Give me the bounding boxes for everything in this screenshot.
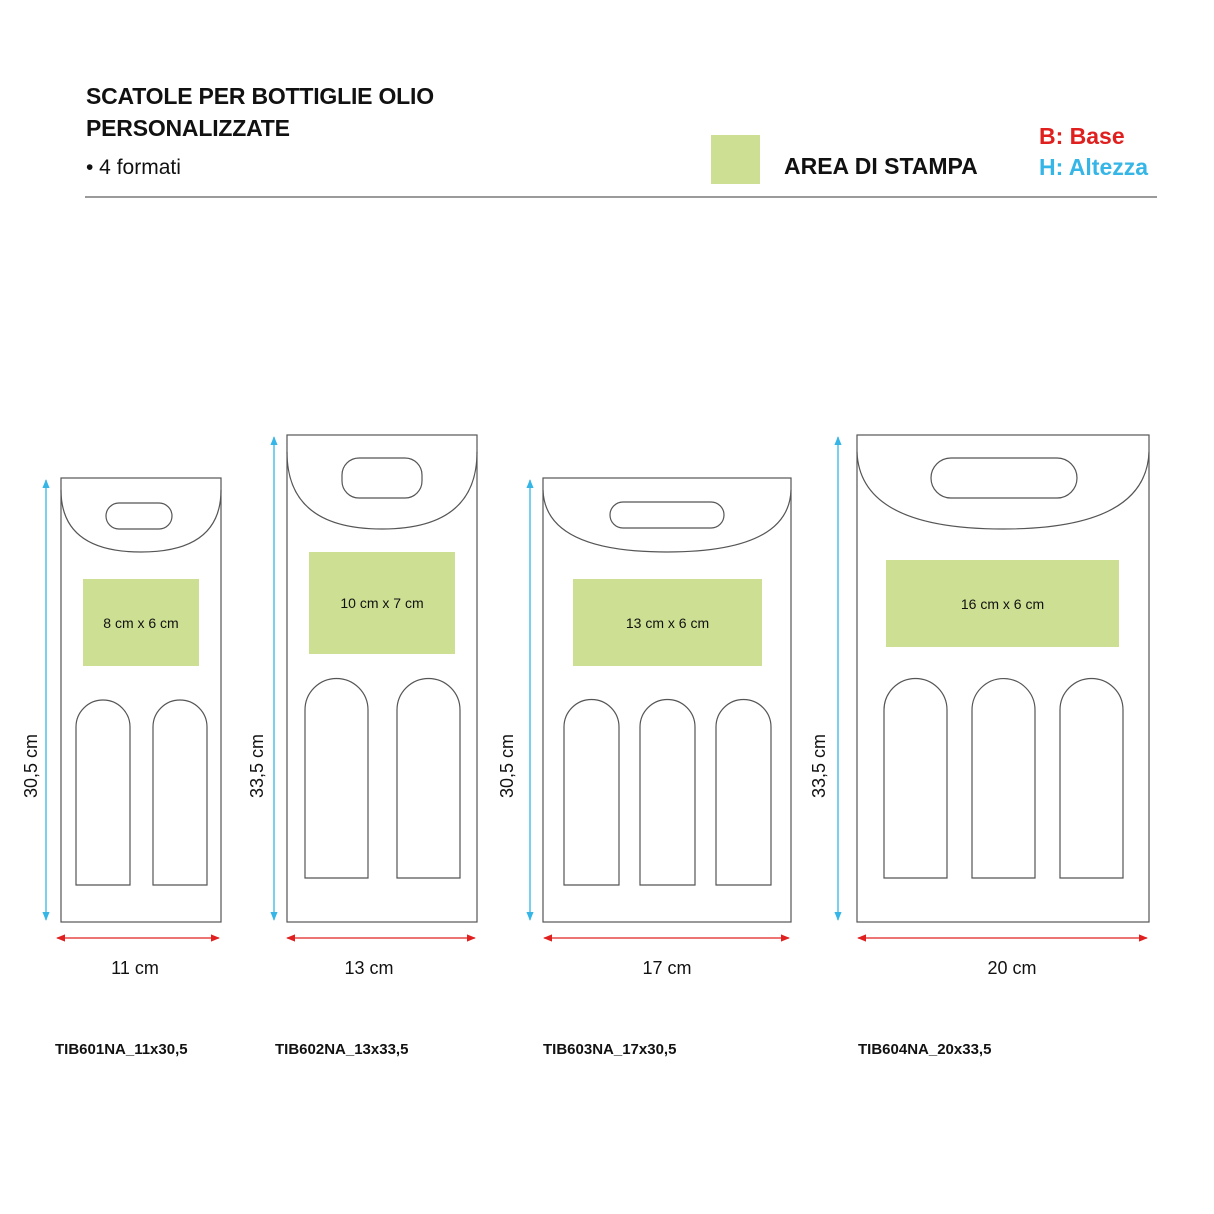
box-2-print-area	[309, 552, 455, 654]
subtitle: • 4 formati	[86, 156, 181, 179]
height-legend-label: H: Altezza	[1039, 154, 1149, 180]
box-4-width-label: 20 cm	[987, 958, 1037, 978]
box-4-outline	[856, 434, 1150, 923]
box-1-height-label: 30,5 cm	[21, 733, 41, 799]
box-3-code: TIB603NA_17x30,5	[543, 1041, 677, 1058]
header-divider	[85, 196, 1157, 198]
title-line-1: SCATOLE PER BOTTIGLIE OLIO	[86, 83, 434, 109]
box-2-print-area-label: 10 cm x 7 cm	[340, 595, 424, 611]
box-2-width-label: 13 cm	[344, 958, 394, 978]
box-1-width-label: 11 cm	[111, 958, 159, 978]
print-area-swatch	[711, 135, 760, 184]
base-legend-label: B: Base	[1039, 123, 1125, 149]
box-1-outline	[60, 477, 222, 923]
box-2-code: TIB602NA_13x33,5	[275, 1041, 409, 1058]
box-3-width-label: 17 cm	[642, 958, 692, 978]
box-4-height-label: 33,5 cm	[809, 733, 829, 799]
box-2-outline	[286, 434, 478, 923]
box-4-print-area-label: 16 cm x 6 cm	[960, 595, 1045, 612]
box-4-code: TIB604NA_20x33,5	[858, 1041, 992, 1058]
box-1-code: TIB601NA_11x30,5	[55, 1041, 188, 1058]
box-3-print-area-label: 13 cm x 6 cm	[625, 614, 710, 631]
box-4-print-area	[886, 560, 1119, 647]
box-3-print-area	[573, 579, 762, 666]
box-1-print-area	[83, 579, 199, 666]
print-area-legend-label: AREA DI STAMPA	[784, 153, 978, 179]
box-3-outline	[542, 477, 792, 923]
title-line-2: PERSONALIZZATE	[86, 115, 290, 141]
box-3-height-label: 30,5 cm	[497, 733, 517, 799]
box-2-height-label: 33,5 cm	[247, 733, 267, 799]
box-1-print-area-label: 8 cm x 6 cm	[103, 614, 179, 631]
page-title: SCATOLE PER BOTTIGLIE OLIO PERSONALIZZAT…	[86, 80, 434, 144]
